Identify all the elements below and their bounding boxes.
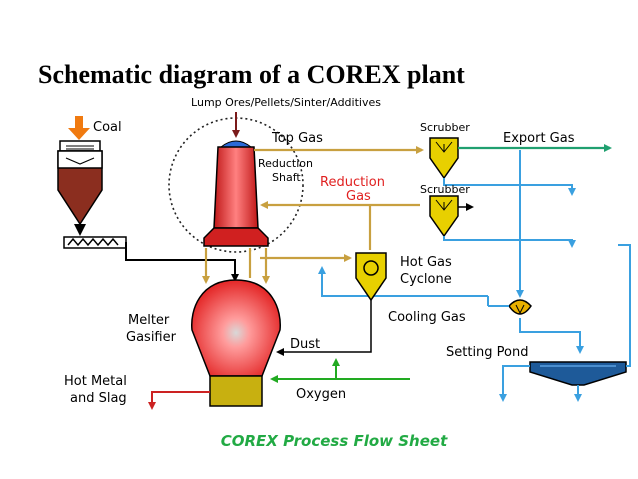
- cooling-gas-fan: [508, 299, 532, 315]
- melter-gasifier: [191, 279, 281, 407]
- setting-pond: [529, 361, 627, 386]
- hot-gas-cyclone: [355, 252, 387, 302]
- coal-feed-arrow-icon: [68, 116, 90, 140]
- pond-outlet-left: [499, 365, 530, 402]
- hot-gas-cyclone-label-2: Cyclone: [400, 272, 452, 287]
- reduction-gas-label-2: Gas: [346, 189, 371, 204]
- export-gas-label: Export Gas: [503, 131, 575, 146]
- pond-recirculation-line: [618, 244, 631, 367]
- hot-metal-label-2: and Slag: [70, 391, 127, 406]
- reduction-shaft: [203, 140, 269, 247]
- reduction-gas-label-1: Reduction: [320, 175, 385, 190]
- coal-to-gasifier-line: [125, 242, 239, 282]
- melter-gasifier-label-1: Melter: [128, 313, 170, 328]
- scrubber-top-label: Scrubber: [420, 121, 470, 134]
- reduction-shaft-label-2: Shaft: [272, 171, 301, 184]
- dust-label: Dust: [290, 337, 320, 352]
- scrubber-mid: [429, 195, 459, 238]
- reduction-shaft-label-1: Reduction: [258, 157, 313, 170]
- flow-sheet-caption: COREX Process Flow Sheet: [221, 432, 448, 450]
- top-gas-label: Top Gas: [271, 131, 323, 146]
- cooling-gas-return-line: [318, 266, 488, 297]
- hot-metal-tap-line: [148, 391, 210, 410]
- coal-bin: [57, 140, 103, 236]
- page-title: Schematic diagram of a COREX plant: [38, 60, 465, 89]
- hot-metal-label-1: Hot Metal: [64, 374, 127, 389]
- melter-gasifier-label-2: Gasifier: [126, 330, 177, 345]
- oxygen-label: Oxygen: [296, 387, 346, 402]
- feed-label: Lump Ores/Pellets/Sinter/Additives: [191, 96, 381, 109]
- scrubber-mid-water-line: [443, 236, 576, 248]
- coal-label: Coal: [93, 120, 122, 135]
- scrubber-top: [429, 137, 459, 180]
- setting-pond-label: Setting Pond: [446, 345, 529, 360]
- cooling-gas-label: Cooling Gas: [388, 310, 466, 325]
- dust-return-line: [276, 300, 372, 356]
- screw-conveyor: [63, 236, 127, 249]
- fan-to-pond-line: [519, 318, 584, 354]
- scrubber-top-water-line: [443, 178, 576, 196]
- scrubber-mid-label: Scrubber: [420, 183, 470, 196]
- hot-gas-cyclone-label-1: Hot Gas: [400, 255, 452, 270]
